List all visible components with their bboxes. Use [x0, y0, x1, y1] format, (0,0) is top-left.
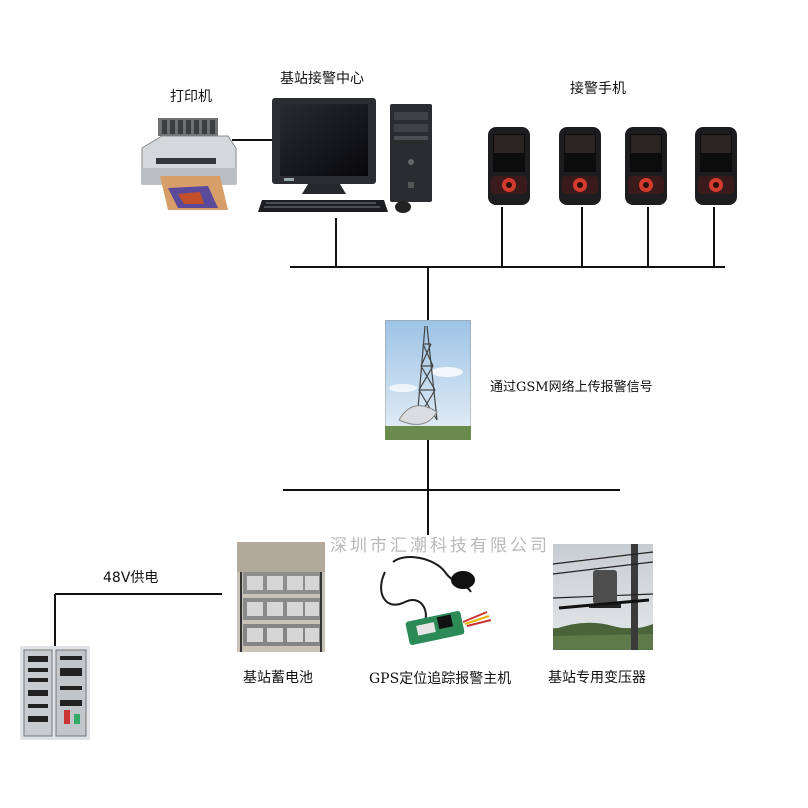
gsm-label: 通过GSM网络上传报警信号 — [490, 380, 653, 395]
battery-label: 基站蓄电池 — [243, 670, 313, 686]
power-cabinet-icon — [20, 646, 90, 740]
mobile-phone-icon — [488, 127, 530, 205]
center-label: 基站接警中心 — [280, 71, 364, 87]
battery-rack-icon — [237, 542, 325, 652]
company-watermark: 深圳市汇潮科技有限公司 — [330, 536, 550, 556]
computer-tower-icon — [390, 104, 432, 202]
mobile-phone-icon — [559, 127, 601, 205]
power-label: 48V供电 — [103, 570, 159, 586]
mobile-phone-icon — [625, 127, 667, 205]
gps-device-icon — [380, 556, 492, 646]
phones-label: 接警手机 — [570, 81, 626, 97]
computer-monitor-icon — [272, 98, 376, 194]
gps-label: GPS定位追踪报警主机 — [369, 671, 512, 687]
printer-label: 打印机 — [170, 89, 212, 105]
mobile-phone-icon — [695, 127, 737, 205]
printer-icon — [141, 118, 237, 210]
transformer-icon — [553, 544, 653, 650]
keyboard-icon — [258, 200, 411, 213]
transformer-label: 基站专用变压器 — [548, 670, 646, 686]
gsm-tower-icon — [385, 320, 471, 440]
